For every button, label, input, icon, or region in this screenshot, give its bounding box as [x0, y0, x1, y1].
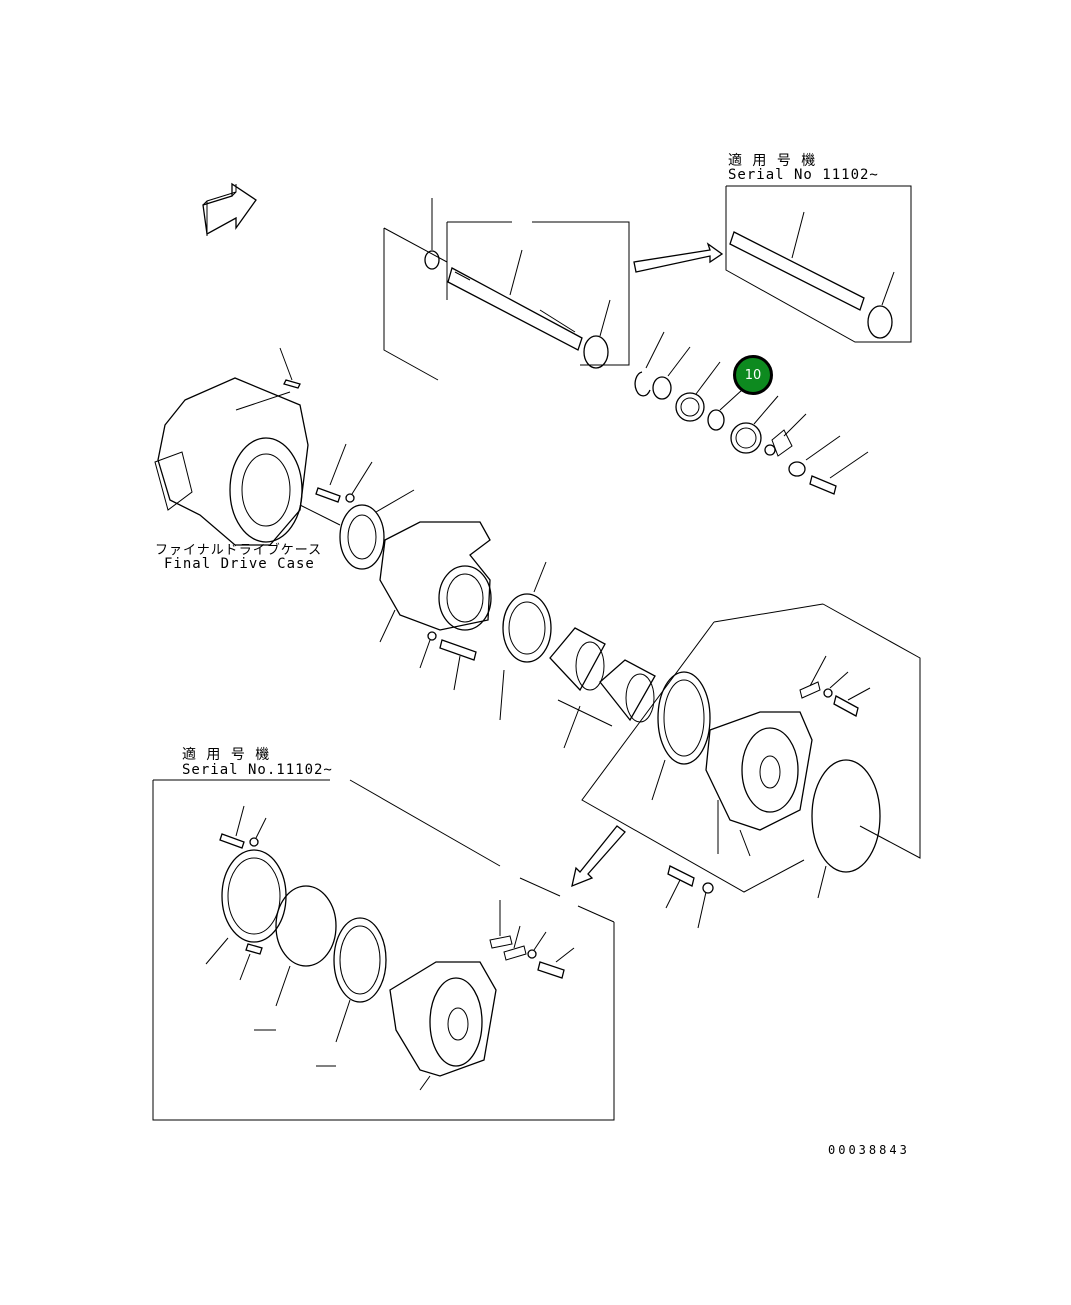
fwd-arrow-icon	[202, 182, 257, 236]
top-shaft-box	[383, 198, 630, 381]
seal-sleeves	[499, 561, 656, 749]
callout-number: 10	[744, 367, 762, 383]
replacement-arrow	[633, 242, 724, 273]
bearing-ring	[339, 489, 415, 570]
final-drive-label-jp: ファイナルドライブケース	[155, 543, 323, 558]
hub-housing	[379, 521, 492, 691]
serial-box-bottom	[152, 779, 615, 1121]
applicable-label-bottom: 適 用 号 機	[182, 747, 271, 763]
serial-label-top: Serial No 11102~	[728, 167, 879, 183]
gear-parts-row	[634, 331, 869, 495]
serial-box-top	[725, 185, 912, 343]
serial-label-bottom: Serial No.11102~	[182, 762, 333, 778]
applicable-label-top: 適 用 号 機	[728, 153, 817, 169]
axle-shaft-top	[424, 249, 611, 369]
replacement-arrow-down	[571, 825, 626, 888]
part-callout-10[interactable]: 10	[733, 355, 773, 395]
final-drive-label-en: Final Drive Case	[164, 556, 315, 572]
drawing-number: 00038843	[828, 1143, 910, 1157]
carrier-box	[581, 603, 921, 929]
final-drive-case	[154, 347, 373, 546]
